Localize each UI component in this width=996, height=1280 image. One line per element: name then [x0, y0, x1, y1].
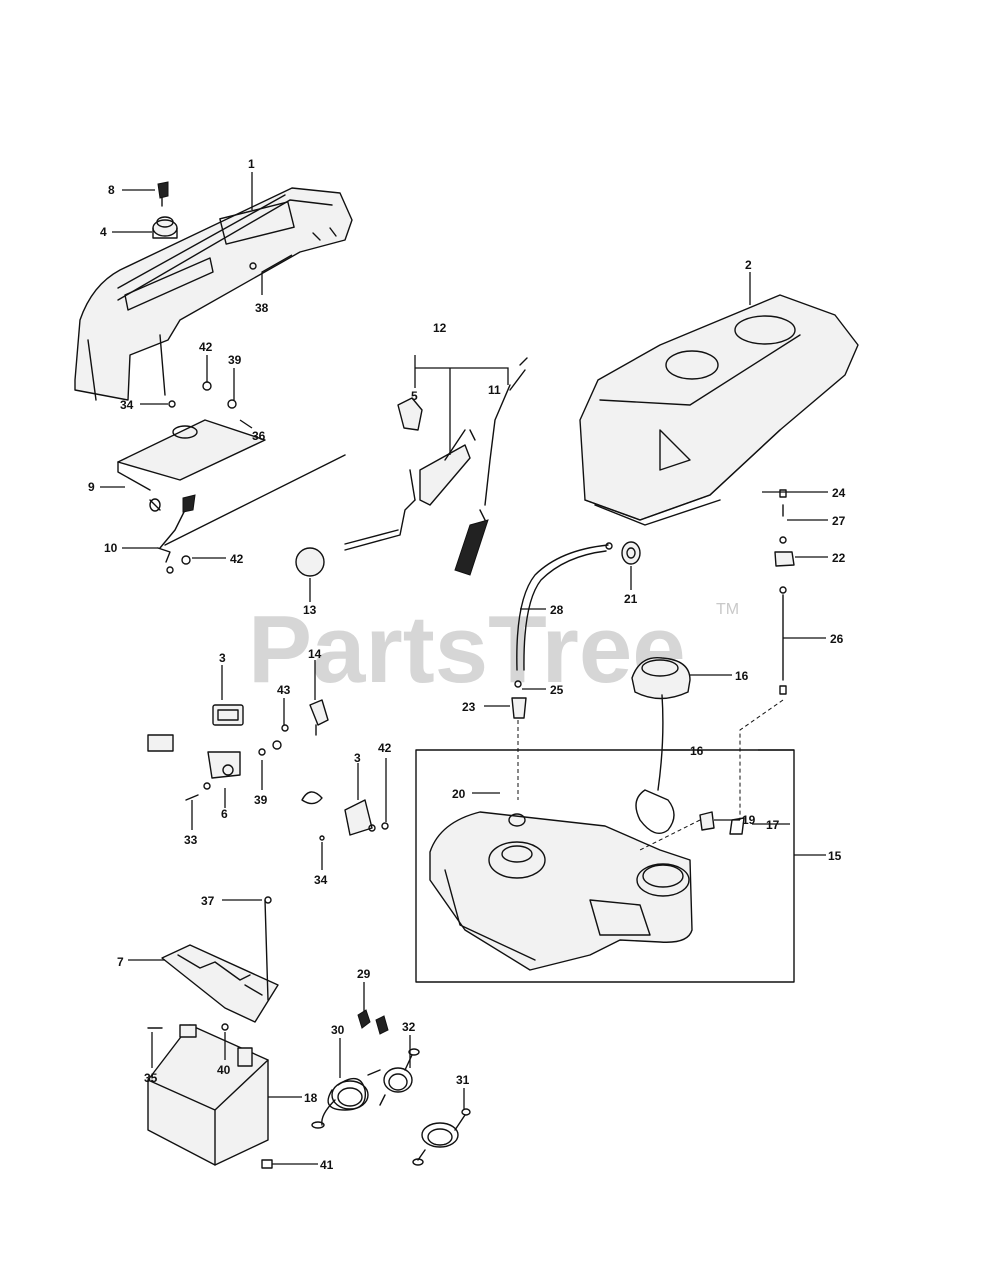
callout-16b: 16 [690, 744, 704, 758]
callout-39a: 39 [228, 353, 242, 367]
callout-13: 13 [303, 603, 317, 617]
callout-39b: 39 [254, 793, 268, 807]
part-console-panel[interactable] [74, 187, 353, 401]
leader-lines [100, 172, 828, 1165]
callout-11: 11 [488, 383, 501, 397]
part-fuel-cap[interactable] [631, 656, 691, 834]
callout-30: 30 [331, 1023, 345, 1037]
callout-20: 20 [452, 787, 466, 801]
callout-28: 28 [550, 603, 564, 617]
part-throttle-lever[interactable] [157, 454, 346, 563]
part-fuel-line[interactable] [516, 542, 613, 671]
callout-43: 43 [277, 683, 291, 697]
callout-22: 22 [832, 551, 846, 565]
callout-7: 7 [117, 955, 124, 969]
callout-34a: 34 [120, 398, 134, 412]
callout-16a: 16 [735, 669, 749, 683]
callout-27: 27 [832, 514, 846, 528]
callout-5: 5 [411, 389, 418, 403]
callout-2: 2 [745, 258, 752, 272]
part-battery-bracket[interactable] [161, 899, 279, 1023]
callout-21: 21 [624, 592, 638, 606]
callout-25: 25 [550, 683, 564, 697]
callout-38: 38 [255, 301, 269, 315]
callout-17: 17 [766, 818, 780, 832]
part-vent-line[interactable] [739, 489, 795, 820]
callout-26: 26 [830, 632, 844, 646]
callout-4: 4 [100, 225, 107, 239]
callout-19: 19 [742, 813, 756, 827]
part-connector-14[interactable] [309, 699, 329, 736]
callout-33: 33 [184, 833, 198, 847]
callout-3b: 3 [354, 751, 361, 765]
part-clip-8[interactable] [157, 181, 169, 207]
part-grommet[interactable] [621, 541, 641, 565]
part-fuel-filter[interactable] [511, 680, 527, 800]
callout-1: 1 [248, 157, 255, 171]
callout-32: 32 [402, 1020, 416, 1034]
callout-18: 18 [304, 1091, 318, 1105]
callout-8: 8 [108, 183, 115, 197]
callout-36: 36 [252, 429, 266, 443]
callout-35: 35 [144, 1071, 158, 1085]
part-rear-body[interactable] [579, 294, 859, 526]
callout-42a: 42 [199, 340, 213, 354]
callout-24: 24 [832, 486, 846, 500]
part-switch-3b[interactable] [301, 791, 373, 836]
part-cables[interactable] [311, 1009, 471, 1166]
callout-23: 23 [462, 700, 476, 714]
callout-15: 15 [828, 849, 842, 863]
part-bracket-plate[interactable] [117, 419, 266, 512]
part-battery[interactable] [147, 1024, 269, 1166]
callout-3a: 3 [219, 651, 226, 665]
hardware-fasteners [147, 262, 389, 1169]
watermark-trademark: TM [716, 601, 739, 618]
callout-34b: 34 [314, 873, 328, 887]
callout-40: 40 [217, 1063, 231, 1077]
callout-42b: 42 [230, 552, 244, 566]
callout-9: 9 [88, 480, 95, 494]
callout-14: 14 [308, 647, 322, 661]
callout-labels: 1 2 3 3 4 5 6 7 8 9 10 11 12 13 14 15 16… [88, 157, 846, 1172]
callout-29: 29 [357, 967, 371, 981]
part-fuel-tank[interactable] [415, 749, 795, 983]
callout-42c: 42 [378, 741, 392, 755]
callout-31: 31 [456, 1073, 470, 1087]
callout-41: 41 [320, 1158, 334, 1172]
part-switch-3a[interactable] [147, 704, 244, 779]
callout-10: 10 [104, 541, 118, 555]
part-gauge[interactable] [152, 216, 178, 239]
part-control-assembly[interactable] [397, 357, 528, 576]
watermark-text: PartsTree [248, 596, 686, 703]
callout-6: 6 [221, 807, 228, 821]
part-shift-lever[interactable] [295, 499, 416, 577]
callout-37: 37 [201, 894, 215, 908]
callout-12: 12 [433, 321, 447, 335]
